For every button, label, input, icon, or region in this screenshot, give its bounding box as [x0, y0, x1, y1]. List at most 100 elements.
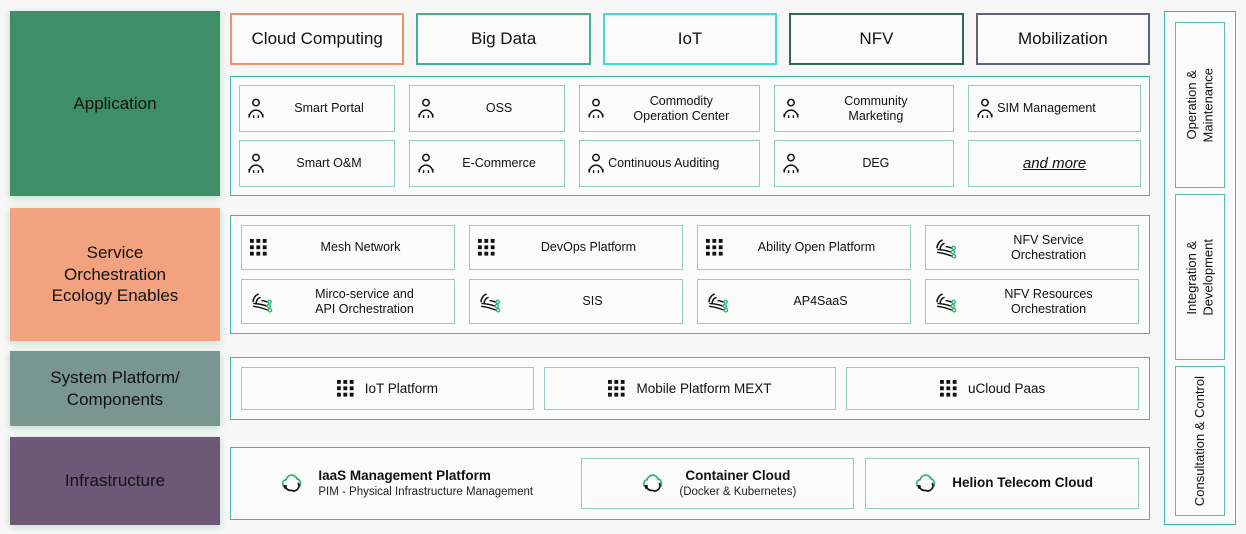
- category-label: NFV: [859, 29, 894, 48]
- system-tile[interactable]: Mobile Platform MEXT: [543, 367, 837, 410]
- service-tile[interactable]: NFV Resources Orchestration: [925, 279, 1139, 324]
- infrastructure-tile-text: Helion Telecom Cloud: [952, 475, 1093, 491]
- infrastructure-tile-title: Container Cloud: [685, 468, 791, 484]
- infrastructure-tile-title: Helion Telecom Cloud: [952, 475, 1093, 491]
- category-cloud-computing[interactable]: Cloud Computing: [230, 13, 405, 65]
- layer-label-system: System Platform/ Components: [10, 351, 220, 426]
- service-tile[interactable]: Ability Open Platform: [697, 225, 911, 270]
- person-icon: [416, 98, 436, 120]
- cloud-sync-icon: [277, 472, 307, 496]
- infrastructure-tile-subtitle: PIM - Physical Infrastructure Management: [318, 485, 534, 498]
- service-tile[interactable]: NFV Service Orchestration: [925, 225, 1139, 270]
- application-tile-label: Continuous Auditing: [608, 156, 720, 171]
- person-icon: [416, 153, 436, 175]
- category-label: IoT: [677, 29, 703, 48]
- person-icon: [586, 98, 606, 120]
- application-tile[interactable]: Smart Portal: [239, 85, 396, 132]
- category-nfv[interactable]: NFV: [789, 13, 964, 65]
- application-tile-label: Smart O&M: [296, 156, 362, 171]
- person-icon: [586, 153, 606, 175]
- infrastructure-tile-subtitle: (Docker & Kubernetes): [679, 485, 797, 498]
- person-icon: [246, 153, 266, 175]
- category-label: Big Data: [471, 29, 537, 48]
- service-tile-grid: Mesh Network DevOps Platform Ability Open …: [241, 225, 1139, 324]
- service-tile-label: DevOps Platform: [540, 240, 637, 254]
- service-tile[interactable]: Mesh Network: [241, 225, 455, 270]
- sidebar-panel-label: Operation & Maintenance: [1183, 67, 1215, 143]
- application-tile[interactable]: and more: [968, 140, 1141, 187]
- person-icon: [975, 98, 995, 120]
- grid-dots-icon: [478, 239, 495, 256]
- service-tile-label: NFV Resources Orchestration: [1004, 286, 1093, 316]
- service-tile[interactable]: DevOps Platform: [469, 225, 683, 270]
- grid-dots-icon: [336, 380, 354, 397]
- category-label: Mobilization: [1017, 29, 1108, 48]
- infrastructure-tile[interactable]: Container Cloud(Docker & Kubernetes): [580, 458, 855, 509]
- system-tile-grid: IoT Platform Mobile Platform MEXT uCloud P…: [241, 367, 1139, 410]
- layer-label-service: Service Orchestration Ecology Enables: [10, 208, 220, 341]
- orchestration-icon: [478, 291, 503, 313]
- application-tile[interactable]: Smart O&M: [239, 140, 396, 187]
- application-tile[interactable]: Continuous Auditing: [579, 140, 760, 187]
- application-tile[interactable]: Commodity Operation Center: [579, 85, 760, 132]
- application-tile[interactable]: OSS: [409, 85, 566, 132]
- system-tile-label: IoT Platform: [364, 381, 438, 396]
- grid-dots-icon: [250, 239, 267, 256]
- application-tile[interactable]: SIM Management: [968, 85, 1141, 132]
- sidebar-panel-integration-development[interactable]: Integration & Development: [1175, 194, 1225, 360]
- grid-dots-icon: [706, 239, 723, 256]
- application-tile[interactable]: DEG: [773, 140, 955, 187]
- layer-label-text: Infrastructure: [64, 471, 166, 491]
- application-tile[interactable]: Community Marketing: [773, 85, 955, 132]
- service-tile-label: SIS: [582, 294, 603, 308]
- sidebar-panel-consultation-control[interactable]: Consultation & Control: [1175, 366, 1225, 516]
- grid-dots-icon: [608, 380, 626, 397]
- service-tile-label: Ability Open Platform: [757, 240, 876, 254]
- system-platform-panel: IoT Platform Mobile Platform MEXT uCloud P…: [230, 357, 1150, 420]
- orchestration-icon: [706, 291, 731, 313]
- sidebar-panel-label: Integration & Development: [1183, 238, 1215, 316]
- layer-label-text: Service Orchestration Ecology Enables: [51, 242, 179, 306]
- service-tile[interactable]: AP4SaaS: [697, 279, 911, 324]
- layer-label-application: Application: [10, 11, 220, 196]
- sidebar-panel-label: Consultation & Control: [1191, 375, 1207, 507]
- application-tile-label: and more: [1022, 154, 1087, 172]
- application-tile-label: SIM Management: [997, 101, 1096, 116]
- category-big-data[interactable]: Big Data: [416, 13, 591, 65]
- orchestration-icon: [250, 291, 275, 313]
- application-tile-label: OSS: [485, 101, 513, 116]
- service-tile-label: AP4SaaS: [793, 294, 848, 308]
- infrastructure-tile[interactable]: Helion Telecom Cloud: [865, 458, 1139, 509]
- service-tile[interactable]: SIS: [469, 279, 683, 324]
- application-tile-label: Community Marketing: [844, 93, 908, 123]
- grid-dots-icon: [940, 380, 957, 397]
- category-label: Cloud Computing: [251, 29, 383, 48]
- category-row: Cloud Computing Big Data IoT NFV Mobiliz…: [230, 13, 1151, 65]
- application-tile-grid: Smart Portal OSS Commodity Operation Cente…: [239, 85, 1141, 187]
- system-tile[interactable]: uCloud Paas: [846, 367, 1139, 410]
- person-icon: [246, 98, 266, 120]
- application-tile[interactable]: E-Commerce: [409, 140, 566, 187]
- lifecycle-sidebar: Operation & Maintenance Integration & De…: [1164, 11, 1236, 525]
- service-tile[interactable]: Mirco-service and API Orchestration: [241, 279, 455, 324]
- infrastructure-tile-text: Container Cloud(Docker & Kubernetes): [679, 468, 796, 498]
- application-tile-label: Smart Portal: [294, 101, 364, 116]
- orchestration-icon: [934, 291, 959, 313]
- service-tile-label: Mesh Network: [320, 240, 401, 254]
- cloud-sync-icon: [911, 472, 941, 496]
- person-icon: [781, 98, 801, 120]
- category-mobilization[interactable]: Mobilization: [975, 13, 1151, 65]
- system-tile-label: Mobile Platform MEXT: [636, 381, 772, 396]
- sidebar-panel-operation-maintenance[interactable]: Operation & Maintenance: [1175, 22, 1225, 188]
- category-iot[interactable]: IoT: [602, 13, 778, 65]
- application-tile-label: E-Commerce: [462, 156, 536, 171]
- application-panel: Smart Portal OSS Commodity Operation Cente…: [230, 76, 1150, 196]
- service-orchestration-panel: Mesh Network DevOps Platform Ability Open …: [230, 215, 1150, 334]
- system-tile[interactable]: IoT Platform: [241, 367, 534, 410]
- infrastructure-tile-title: IaaS Management Platform: [318, 468, 491, 484]
